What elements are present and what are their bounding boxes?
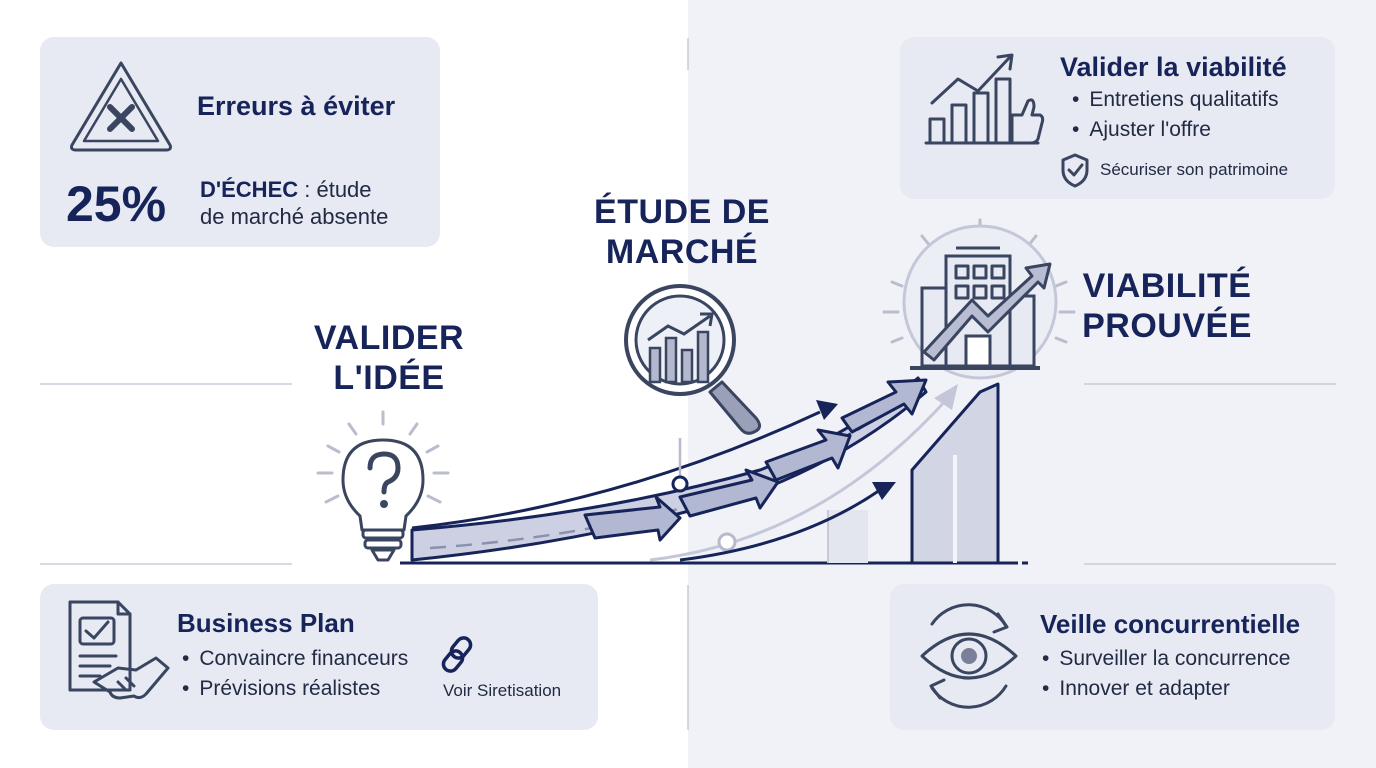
- eye-refresh-icon: [920, 603, 1018, 709]
- shield-check-icon: [1061, 153, 1089, 188]
- viability-footer: Sécuriser son patrimoine: [1100, 160, 1289, 179]
- watch-title: Veille concurrentielle: [1040, 609, 1301, 639]
- errors-title: Erreurs à éviter: [197, 91, 396, 121]
- business-plan-list: Convaincre financeurs Prévisions réalist…: [182, 644, 408, 704]
- failure-rest: : étude: [298, 177, 372, 202]
- viability-title: Valider la viabilité: [1060, 52, 1287, 82]
- stage-label-idea: VALIDER L'IDÉE: [300, 318, 478, 398]
- growth-chart-thumbs-up-icon: [924, 53, 1045, 145]
- failure-percent: 25%: [66, 176, 167, 232]
- list-item: Ajuster l'offre: [1072, 115, 1278, 145]
- stage-label-proven: VIABILITÉ PROUVÉE: [1074, 266, 1260, 346]
- stage-proven-line2: PROUVÉE: [1082, 307, 1252, 345]
- building-growth-icon: [882, 218, 1076, 380]
- siretisation-link[interactable]: Voir Siretisation: [443, 681, 562, 700]
- chain-link-icon[interactable]: [441, 636, 482, 676]
- document-check-handshake-icon: [68, 600, 170, 700]
- magnifier-chart-icon: [624, 284, 761, 435]
- competitive-watch-card: Veille concurrentielle Surveiller la con…: [890, 584, 1335, 730]
- list-item: Entretiens qualitatifs: [1072, 85, 1278, 115]
- list-item: Prévisions réalistes: [182, 674, 408, 704]
- stage-study-line1: ÉTUDE DE: [594, 193, 770, 231]
- stage-proven-line1: VIABILITÉ: [1082, 267, 1252, 305]
- business-plan-card: Business Plan Convaincre financeurs Prév…: [40, 584, 598, 730]
- business-plan-title: Business Plan: [177, 608, 355, 638]
- stage-study-line2: MARCHÉ: [605, 233, 759, 271]
- failure-text: D'ÉCHEC : étude de marché absente: [200, 176, 388, 230]
- stage-idea-line2: L'IDÉE: [333, 359, 445, 397]
- stage-label-study: ÉTUDE DE MARCHÉ: [584, 192, 780, 272]
- errors-card: Erreurs à éviter 25% D'ÉCHEC : étude de …: [40, 37, 440, 247]
- lightbulb-question-icon: [316, 410, 450, 562]
- watch-list: Surveiller la concurrence Innover et ada…: [1042, 644, 1290, 704]
- failure-line2: de marché absente: [200, 204, 389, 229]
- viability-card: Valider la viabilité Entretiens qualitat…: [900, 37, 1335, 199]
- warning-triangle-x-icon: [70, 61, 172, 152]
- failure-word: D'ÉCHEC: [200, 177, 299, 202]
- list-item: Innover et adapter: [1042, 674, 1290, 704]
- stage-idea-line1: VALIDER: [313, 319, 465, 357]
- list-item: Convaincre financeurs: [182, 644, 408, 674]
- viability-list: Entretiens qualitatifs Ajuster l'offre: [1072, 85, 1278, 145]
- list-item: Surveiller la concurrence: [1042, 644, 1290, 674]
